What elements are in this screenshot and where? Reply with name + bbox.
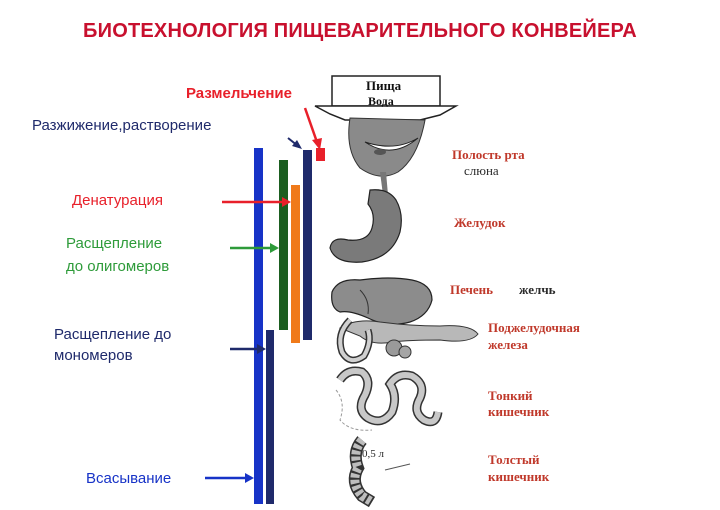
organ-pancreas-line1: Поджелудочная [488,320,580,335]
organ-mouth: Полость рта [452,147,525,162]
mouth-illustration [348,117,426,177]
label-monomer-line1: Расщепление до [54,326,172,343]
label-monomer-line2: мономеров [54,347,133,364]
liver-illustration [331,277,433,325]
bar-oligomer [279,160,288,330]
pancreas-illustration [336,317,479,364]
stomach-illustration [329,172,402,263]
intake-food: Пища [366,78,402,93]
organ-bile: желчь [519,282,556,297]
organ-large-intestine-line1: Толстый [488,452,540,467]
arrow-grinding [303,107,322,150]
arrow-monomer [230,344,266,354]
intake-water: Вода [368,94,394,108]
label-denaturation: Денатурация [72,192,163,209]
organ-large-intestine-line2: кишечник [488,469,550,484]
volume-mark: 0,5 л [362,448,384,460]
organ-pancreas-line2: железа [488,337,528,352]
arrow-liquefaction [287,137,302,149]
bar-denaturation [291,185,300,343]
label-oligomer-line1: Расщепление [66,235,163,252]
organ-liver: Печень [450,282,494,297]
intake-box [314,75,459,121]
label-oligomer-line2: до олигомеров [66,258,170,275]
bar-grinding [303,150,312,340]
bar-liquefaction [254,148,263,504]
organ-small-intestine-line2: кишечник [488,404,550,419]
organ-saliva: слюна [464,163,499,178]
page-title: БИОТЕХНОЛОГИЯ ПИЩЕВАРИТЕЛЬНОГО КОНВЕЙЕРА [83,20,637,42]
large-intestine-illustration [348,436,411,508]
bar-absorption [266,330,274,504]
label-grinding: Размельчение [186,85,292,102]
organ-small-intestine-line1: Тонкий [488,388,533,403]
label-liquefaction: Разжижение,растворение [32,117,212,134]
organ-stomach: Желудок [454,215,506,230]
arrow-denaturation [222,197,291,207]
arrow-oligomer [230,243,279,253]
small-intestine-illustration [335,366,443,431]
food-entry-marker [316,148,325,161]
label-absorption: Всасывание [86,470,172,487]
arrow-absorption [205,473,254,483]
